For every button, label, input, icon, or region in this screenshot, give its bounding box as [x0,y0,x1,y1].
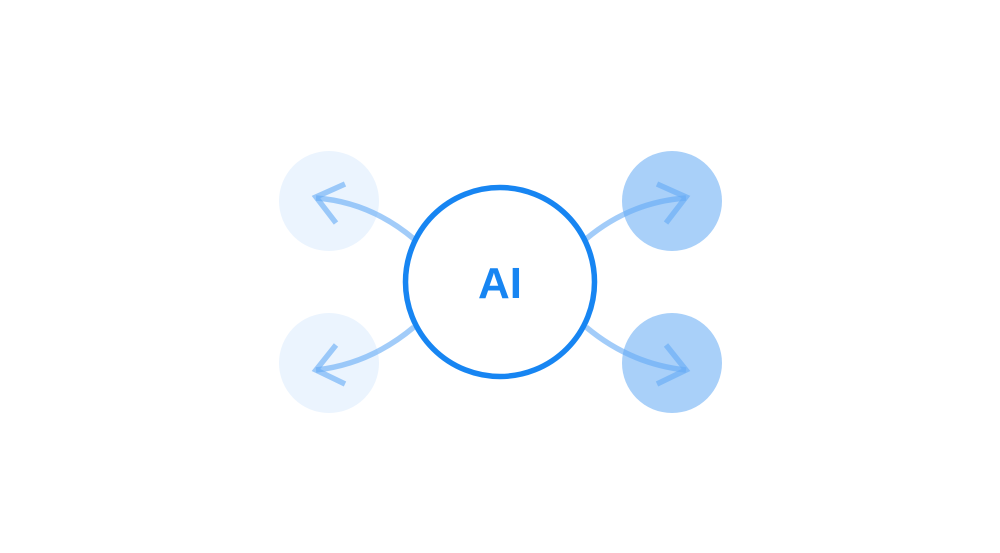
node-bottom-left [279,313,379,413]
arrow-bottom-right-icon [584,324,691,387]
arrow-top-left-icon [311,181,416,242]
ai-core-circle [402,184,598,380]
node-bottom-right [622,313,722,413]
arrow-top-right-icon [584,181,691,242]
ai-label: AI [478,259,522,308]
arrow-bottom-left-icon [311,324,416,387]
